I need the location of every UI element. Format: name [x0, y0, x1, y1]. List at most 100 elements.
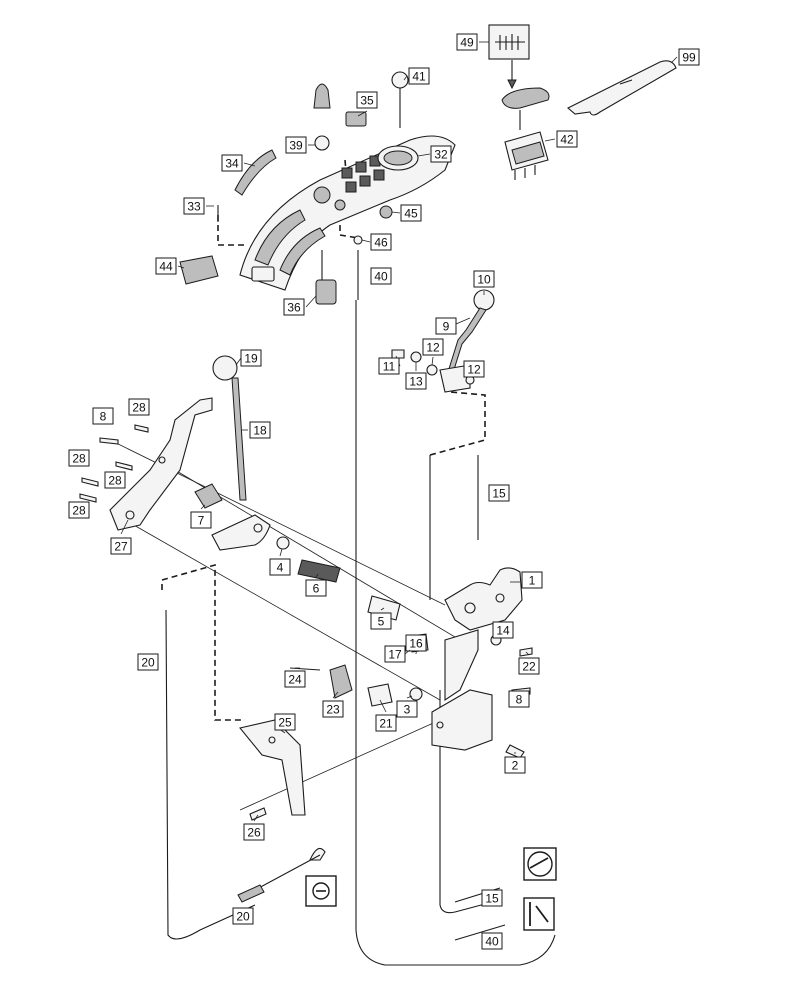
callout-p19: 19 [240, 349, 262, 367]
callout-number: 3 [404, 703, 411, 717]
callout-p45: 45 [400, 204, 422, 222]
callout-number: 41 [412, 70, 426, 84]
bracket-27 [109, 397, 213, 531]
callout-number: 16 [409, 637, 423, 651]
callout-number: 5 [378, 615, 385, 629]
callout-p10: 10 [473, 270, 495, 288]
leader-line [404, 649, 411, 655]
leader-line [525, 651, 530, 656]
callout-number: 20 [141, 656, 155, 670]
cable-routing [109, 159, 556, 966]
callout-number: 1 [529, 574, 536, 588]
callout-p49: 49 [456, 33, 478, 51]
callout-p5: 5 [370, 612, 392, 630]
leader-line [391, 211, 401, 214]
callout-p44: 44 [155, 257, 177, 275]
callout-number: 32 [434, 148, 448, 162]
callout-p24: 24 [284, 670, 306, 688]
callout-p40a: 40 [370, 267, 392, 285]
washer-46 [353, 235, 363, 245]
leader-line [200, 504, 206, 510]
callout-p36: 36 [283, 298, 305, 316]
leader-line [544, 138, 556, 142]
leader-line [305, 295, 317, 308]
callout-p22: 22 [518, 657, 540, 675]
leader-line [120, 519, 129, 535]
callout-p1: 1 [521, 571, 543, 589]
callout-number: 8 [516, 693, 523, 707]
callout-p46: 46 [370, 233, 392, 251]
callout-number: 15 [492, 487, 506, 501]
leader-line [406, 695, 413, 699]
callout-p20a: 20 [137, 653, 159, 671]
callout-number: 21 [379, 717, 393, 731]
switch-44 [179, 255, 219, 285]
callout-p28d: 28 [68, 501, 90, 519]
callout-number: 26 [247, 826, 261, 840]
callout-labels: 1234567889101112121314151516171819202021… [68, 33, 700, 950]
callout-number: 45 [404, 207, 418, 221]
callout-number: 2 [512, 759, 519, 773]
callout-p4: 4 [269, 558, 291, 576]
callout-number: 17 [388, 648, 402, 662]
nut-39 [314, 135, 330, 151]
callout-number: 40 [485, 935, 499, 949]
callout-number: 10 [477, 273, 491, 287]
leader-line [403, 75, 408, 81]
callout-number: 12 [467, 363, 481, 377]
callout-number: 25 [278, 716, 292, 730]
callout-number: 11 [383, 360, 396, 374]
callout-number: 40 [374, 270, 388, 284]
callout-p23: 23 [322, 700, 344, 718]
symbol-boxes [305, 847, 557, 931]
callout-number: 27 [114, 540, 128, 554]
callout-p28a: 28 [128, 398, 150, 416]
callout-number: 36 [287, 301, 301, 315]
leader-line [417, 153, 431, 157]
leader-line [431, 356, 434, 366]
leader-line [253, 814, 259, 822]
callout-p18: 18 [249, 421, 271, 439]
callout-p39: 39 [285, 136, 307, 154]
callout-number: 35 [360, 94, 374, 108]
callout-number: 33 [187, 200, 201, 214]
callout-number: 28 [108, 474, 122, 488]
callout-p13: 13 [405, 372, 427, 390]
leader-line [243, 162, 256, 167]
callout-number: 8 [100, 410, 107, 424]
callout-number: 6 [313, 582, 320, 596]
pto-engage-icon [523, 847, 557, 881]
callout-number: 44 [159, 260, 173, 274]
callout-p21: 21 [375, 714, 397, 732]
throttle-icon [523, 897, 555, 931]
leader-line [380, 607, 385, 611]
callout-p42: 42 [556, 130, 578, 148]
leader-line [455, 317, 471, 325]
callout-p16: 16 [405, 634, 427, 652]
callout-p2: 2 [504, 756, 526, 774]
leader-line [235, 357, 242, 366]
bracket-25 [239, 719, 306, 821]
knob-41 [391, 71, 409, 89]
bracket-main [431, 629, 533, 759]
callout-p7: 7 [190, 511, 212, 529]
callout-p28b: 28 [68, 449, 90, 467]
callout-number: 20 [236, 910, 250, 924]
callout-p8a: 8 [92, 407, 114, 425]
callout-p17: 17 [384, 645, 406, 663]
callout-p34: 34 [221, 154, 243, 172]
pto-switch-group [488, 24, 677, 180]
leader-line [379, 699, 387, 713]
control-console [239, 135, 456, 291]
callout-p41: 41 [408, 67, 430, 85]
callout-number: 39 [289, 139, 303, 153]
leader-line [357, 110, 368, 117]
hardware-left [79, 424, 223, 509]
callout-number: 7 [198, 514, 205, 528]
callout-p40b: 40 [481, 932, 503, 950]
callout-number: 46 [374, 236, 388, 250]
callout-number: 49 [460, 36, 474, 50]
cap-45 [379, 205, 393, 219]
callout-number: 13 [409, 375, 423, 389]
